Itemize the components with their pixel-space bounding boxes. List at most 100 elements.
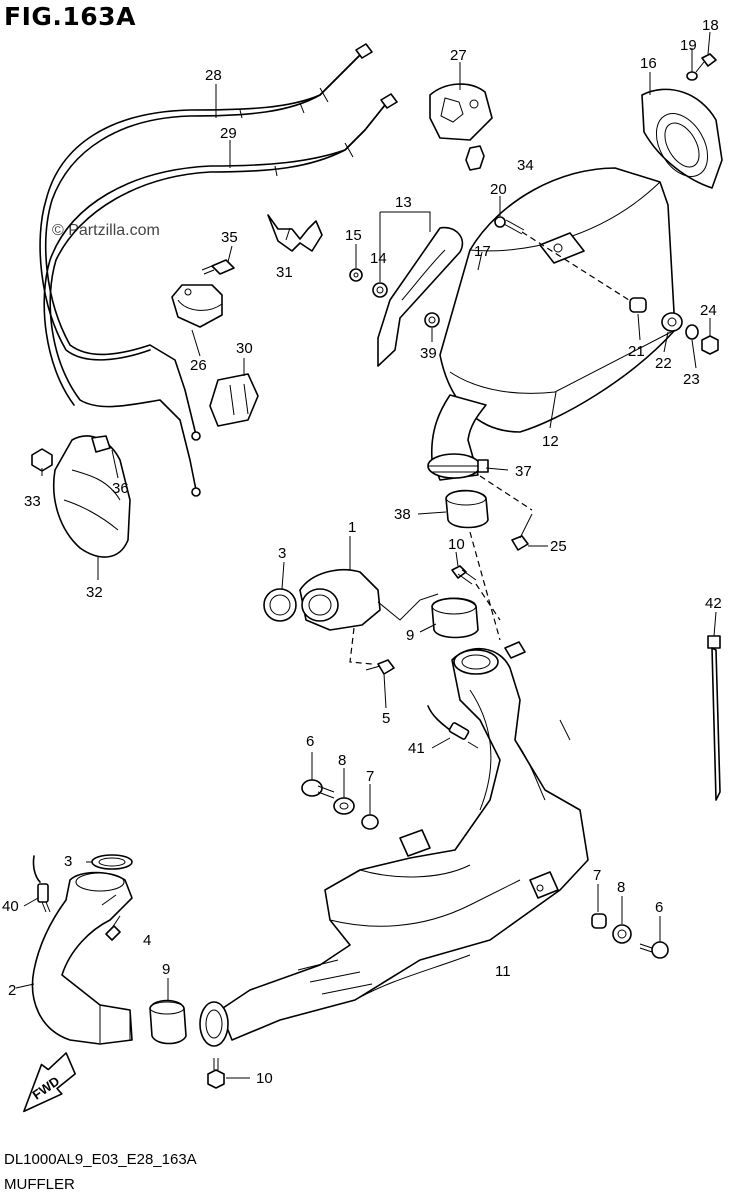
callout-41: 41 bbox=[408, 740, 425, 757]
bolt-18[interactable] bbox=[695, 53, 717, 73]
callout-32: 32 bbox=[86, 584, 103, 601]
callout-10-lower: 10 bbox=[256, 1070, 273, 1087]
callout-14: 14 bbox=[370, 250, 387, 267]
washer-15[interactable] bbox=[349, 268, 363, 282]
joint-pipe-1[interactable] bbox=[299, 568, 439, 631]
bolt-20[interactable] bbox=[494, 216, 525, 235]
gasket-3-upper[interactable] bbox=[263, 588, 297, 622]
gasket-9-lower[interactable] bbox=[149, 999, 187, 1045]
forward-direction-arrow: FWD bbox=[23, 1052, 76, 1113]
callout-38: 38 bbox=[394, 506, 411, 523]
nut-39[interactable] bbox=[424, 312, 440, 328]
callout-2: 2 bbox=[8, 982, 16, 999]
callout-26: 26 bbox=[190, 357, 207, 374]
callout-11: 11 bbox=[495, 963, 511, 980]
callout-34: 34 bbox=[517, 157, 534, 174]
callout-15: 15 bbox=[345, 227, 362, 244]
clip-36[interactable] bbox=[91, 435, 111, 453]
callout-13: 13 bbox=[395, 194, 412, 211]
bolt-25[interactable] bbox=[511, 513, 533, 551]
clamp-31[interactable] bbox=[267, 214, 323, 252]
bracket-30[interactable] bbox=[209, 373, 259, 427]
o2-sensor-41[interactable] bbox=[427, 705, 479, 749]
cushion-22[interactable] bbox=[661, 312, 683, 332]
bolt-5[interactable] bbox=[365, 659, 395, 675]
callout-30: 30 bbox=[236, 340, 253, 357]
callout-37: 37 bbox=[515, 463, 532, 480]
callout-19: 19 bbox=[680, 37, 697, 54]
pipe-inlet-flange[interactable] bbox=[199, 1001, 229, 1047]
callout-28: 28 bbox=[205, 67, 222, 84]
callout-42: 42 bbox=[705, 595, 722, 612]
callout-5: 5 bbox=[382, 710, 390, 727]
bolt-10-leader-path bbox=[475, 583, 501, 621]
washer-7-right[interactable] bbox=[591, 913, 607, 929]
bolt-6-right[interactable] bbox=[639, 941, 669, 959]
leader-lines bbox=[15, 31, 717, 1079]
exhaust-chamber-11[interactable] bbox=[219, 641, 589, 1041]
bracket-27[interactable] bbox=[429, 83, 493, 141]
bolt-5-leader-path bbox=[349, 627, 373, 665]
callout-1: 1 bbox=[348, 519, 356, 536]
nut-24[interactable] bbox=[701, 335, 719, 355]
callout-3-upper: 3 bbox=[278, 545, 286, 562]
callout-16: 16 bbox=[640, 55, 657, 72]
callout-3-lower: 3 bbox=[64, 853, 72, 870]
callout-9-lower: 9 bbox=[162, 961, 170, 978]
callout-7-right: 7 bbox=[593, 867, 601, 884]
stud-4[interactable] bbox=[105, 915, 121, 941]
cable-tie-42[interactable] bbox=[707, 635, 721, 801]
front-pipe-2[interactable] bbox=[31, 871, 133, 1045]
callout-12: 12 bbox=[542, 433, 559, 450]
callout-4: 4 bbox=[143, 932, 151, 949]
callout-17: 17 bbox=[474, 243, 491, 260]
bolt-6-left[interactable] bbox=[301, 779, 335, 799]
bolt-35[interactable] bbox=[201, 259, 235, 275]
collar-21[interactable] bbox=[629, 297, 647, 313]
callout-23: 23 bbox=[683, 371, 700, 388]
callout-40: 40 bbox=[2, 898, 19, 915]
callout-9-upper: 9 bbox=[406, 627, 414, 644]
callout-36: 36 bbox=[112, 480, 129, 497]
clamp-37-leader-path bbox=[479, 475, 533, 511]
callout-31: 31 bbox=[276, 264, 293, 281]
diagram-name: MUFFLER bbox=[4, 1176, 75, 1193]
callout-33: 33 bbox=[24, 493, 41, 510]
callout-6-left: 6 bbox=[306, 733, 314, 750]
bolt-34[interactable] bbox=[465, 145, 485, 171]
nut-33[interactable] bbox=[31, 448, 53, 472]
callout-21: 21 bbox=[628, 343, 645, 360]
washer-7-left[interactable] bbox=[361, 814, 379, 830]
callout-8-right: 8 bbox=[617, 879, 625, 896]
figure-title: FIG.163A bbox=[4, 2, 136, 31]
callout-labels: 1 2 3 3 4 5 6 6 7 7 8 8 9 9 10 10 11 12 … bbox=[2, 17, 722, 1087]
end-cap-16[interactable] bbox=[641, 88, 723, 189]
callout-39: 39 bbox=[420, 345, 437, 362]
callout-8-left: 8 bbox=[338, 752, 346, 769]
cushion-8-right[interactable] bbox=[612, 924, 632, 944]
callout-25: 25 bbox=[550, 538, 567, 555]
callout-35: 35 bbox=[221, 229, 238, 246]
callout-22: 22 bbox=[655, 355, 672, 372]
callout-18: 18 bbox=[702, 17, 719, 34]
washer-19[interactable] bbox=[686, 71, 698, 81]
clamp-37[interactable] bbox=[427, 453, 489, 479]
o2-sensor-40[interactable] bbox=[32, 855, 51, 913]
cable-28[interactable] bbox=[39, 43, 373, 441]
muffler-cover-13[interactable] bbox=[377, 226, 464, 367]
washer-23[interactable] bbox=[685, 324, 699, 340]
callout-20: 20 bbox=[490, 181, 507, 198]
cushion-8-left[interactable] bbox=[333, 797, 355, 815]
cable-29[interactable] bbox=[43, 93, 398, 497]
damper-14[interactable] bbox=[372, 282, 388, 298]
callout-24: 24 bbox=[700, 302, 717, 319]
diagram-code: DL1000AL9_E03_E28_163A bbox=[4, 1151, 197, 1168]
cable-holder-26[interactable] bbox=[171, 284, 223, 328]
gasket-38[interactable] bbox=[445, 489, 489, 529]
bolt-10-upper[interactable] bbox=[451, 565, 477, 585]
callout-6-right: 6 bbox=[655, 899, 663, 916]
bolt-10-lower[interactable] bbox=[207, 1058, 225, 1089]
gasket-9-upper[interactable] bbox=[431, 597, 479, 639]
gasket-3-lower[interactable] bbox=[91, 854, 133, 870]
